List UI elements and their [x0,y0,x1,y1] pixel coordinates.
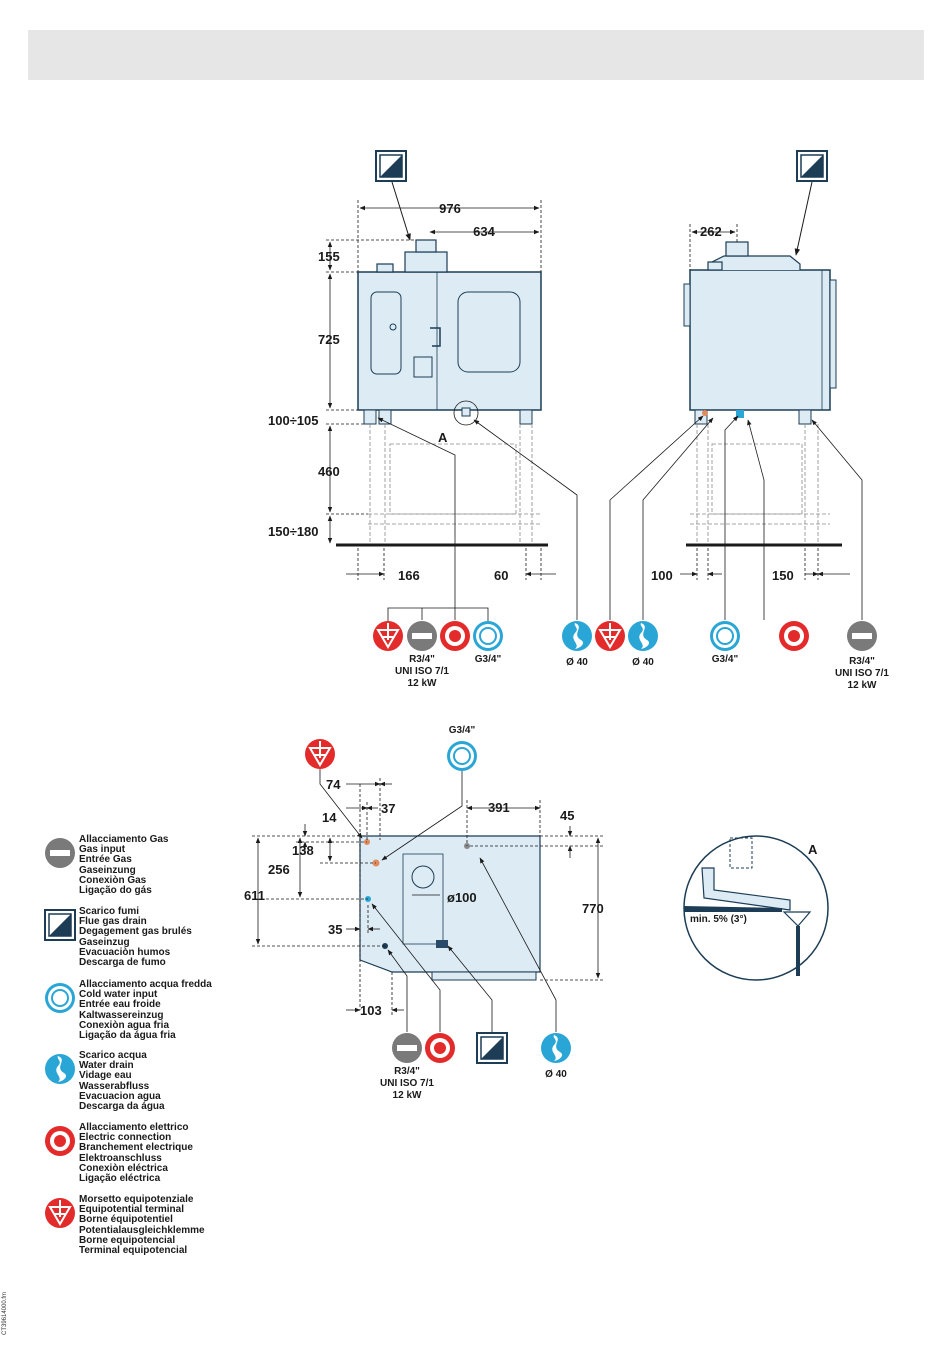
electric-icon [440,621,470,651]
flue-icon [476,1032,508,1064]
gas-std: UNI ISO 7/1 [380,1078,434,1089]
dim-45: 45 [560,808,574,823]
dim-634: 634 [473,224,495,239]
cold-water-icon [473,621,503,651]
gas-std: UNI ISO 7/1 [395,666,449,677]
water-drain-icon [628,621,658,651]
dim-100: 100 [651,568,673,583]
slope-label: min. 5% (3°) [690,914,747,925]
dim-770: 770 [582,901,604,916]
electric-icon [425,1033,455,1063]
detail-marker-a: A [438,430,448,445]
dim-725: 725 [318,332,340,347]
gas-power: 12 kW [848,680,877,691]
oven-side-body [689,269,831,411]
front-view: 976 634 155 725 100÷105 460 150÷180 166 … [268,150,592,689]
dim-100-105: 100÷105 [268,413,319,428]
oven-body [357,271,542,411]
dim-14: 14 [322,810,337,825]
dim-976: 976 [439,201,461,216]
gas-size: R3/4" [849,656,875,667]
water-size: G3/4" [712,654,739,665]
flue-outlet [411,865,435,889]
door-handle [430,327,441,347]
drain-size: Ø 40 [545,1069,567,1080]
gas-power: 12 kW [408,678,437,689]
dim-138: 138 [292,843,314,858]
flue-icon [796,150,828,182]
cold-water-icon [45,983,75,1013]
dim-103: 103 [360,1003,382,1018]
dim-166: 166 [398,568,420,583]
electric-icon [45,1126,75,1156]
equipotential-icon [304,738,336,770]
gas-size: R3/4" [394,1066,420,1077]
dim-155: 155 [318,249,340,264]
gas-icon [45,838,75,868]
header-bar [28,30,924,80]
dim-460: 460 [318,464,340,479]
dim-256: 256 [268,862,290,877]
detail-a-label: A [808,842,818,857]
flue-chimney [404,251,448,273]
water-size: G3/4" [449,725,476,736]
cold-water-icon [447,741,477,771]
flue-icon [375,150,407,182]
dim-60: 60 [494,568,508,583]
control-panel [370,291,402,375]
water-drain-icon [541,1033,571,1063]
flue-icon [44,909,76,941]
equipotential-icon [372,620,404,652]
gas-icon [847,621,877,651]
dim-150: 150 [772,568,794,583]
dim-74: 74 [326,777,341,792]
detail-a: min. 5% (3°) A [683,835,829,981]
dim-262: 262 [700,224,722,239]
water-size: G3/4" [475,654,502,665]
drain-size: Ø 40 [566,657,588,668]
equipotential-icon [594,620,626,652]
dim-37: 37 [381,801,395,816]
dim-150-180: 150÷180 [268,524,319,539]
water-drain-icon [45,1054,75,1084]
document-reference: CT39614000.fm [2,1291,8,1335]
drain-size: Ø 40 [632,657,654,668]
gas-icon [407,621,437,651]
electric-icon [779,621,809,651]
dim-35: 35 [328,922,342,937]
oven-door-window [457,291,521,373]
equipotential-icon [45,1198,75,1228]
dim-391: 391 [488,800,510,815]
gas-power: 12 kW [393,1090,422,1101]
gas-size: R3/4" [409,654,435,665]
water-drain-icon [562,621,592,651]
dim-flue-dia: ø100 [447,890,477,905]
dim-611: 611 [244,888,265,903]
gas-icon [392,1033,422,1063]
cold-water-icon [710,621,740,651]
plan-view: 74 37 391 45 14 138 256 611 35 103 770 ø… [244,725,604,1101]
side-view: 262 100 150 Ø 40 G3/4" R3/4" UNI ISO 7/1… [594,150,889,691]
gas-std: UNI ISO 7/1 [835,668,889,679]
